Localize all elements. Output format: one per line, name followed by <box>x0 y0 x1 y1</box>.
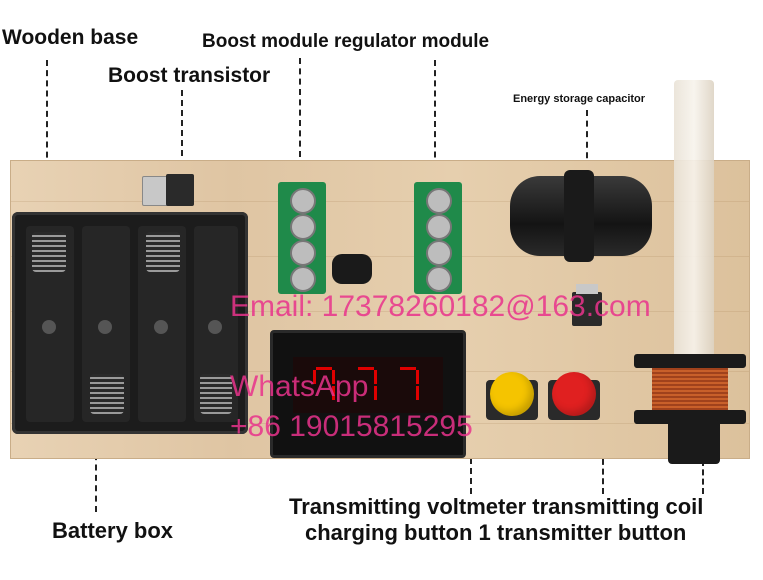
leader-regulator-module <box>434 60 436 188</box>
label-bottom-line2: charging button 1 transmitter button <box>305 520 687 545</box>
coil-base <box>668 420 720 464</box>
transmitting-tube <box>674 80 714 380</box>
leader-coil <box>702 460 704 494</box>
transmitting-coil <box>634 354 746 424</box>
voltmeter-display <box>293 357 443 413</box>
leader-capacitor <box>586 110 588 190</box>
label-bottom-line1: Transmitting voltmeter transmitting coil <box>289 494 704 519</box>
boost-transistor <box>142 172 200 208</box>
leader-wooden-base <box>46 60 48 178</box>
voltmeter <box>270 330 466 458</box>
label-boost-transistor: Boost transistor <box>108 64 271 87</box>
label-boost-module-regulator: Boost module regulator module <box>202 31 490 52</box>
label-battery-box: Battery box <box>52 518 174 543</box>
transmitter-button-red <box>548 372 600 420</box>
battery-box <box>12 212 248 434</box>
watermark-whatsapp: WhatsApp <box>230 370 369 403</box>
leader-boost-module <box>299 58 301 188</box>
regulator-module <box>414 182 462 294</box>
inductor <box>332 254 372 284</box>
watermark-phone: +86 19015815295 <box>230 410 473 443</box>
leader-boost-transistor <box>181 90 183 186</box>
energy-storage-capacitor <box>510 170 652 262</box>
label-energy-storage-capacitor: Energy storage capacitor <box>513 93 646 105</box>
small-transistor <box>572 284 602 326</box>
label-wooden-base: Wooden base <box>2 26 139 49</box>
watermark-email: Email: 17378260182@163.com <box>230 290 651 323</box>
leader-voltmeter <box>470 428 472 494</box>
charging-button-yellow <box>486 372 538 420</box>
boost-module <box>278 182 326 294</box>
